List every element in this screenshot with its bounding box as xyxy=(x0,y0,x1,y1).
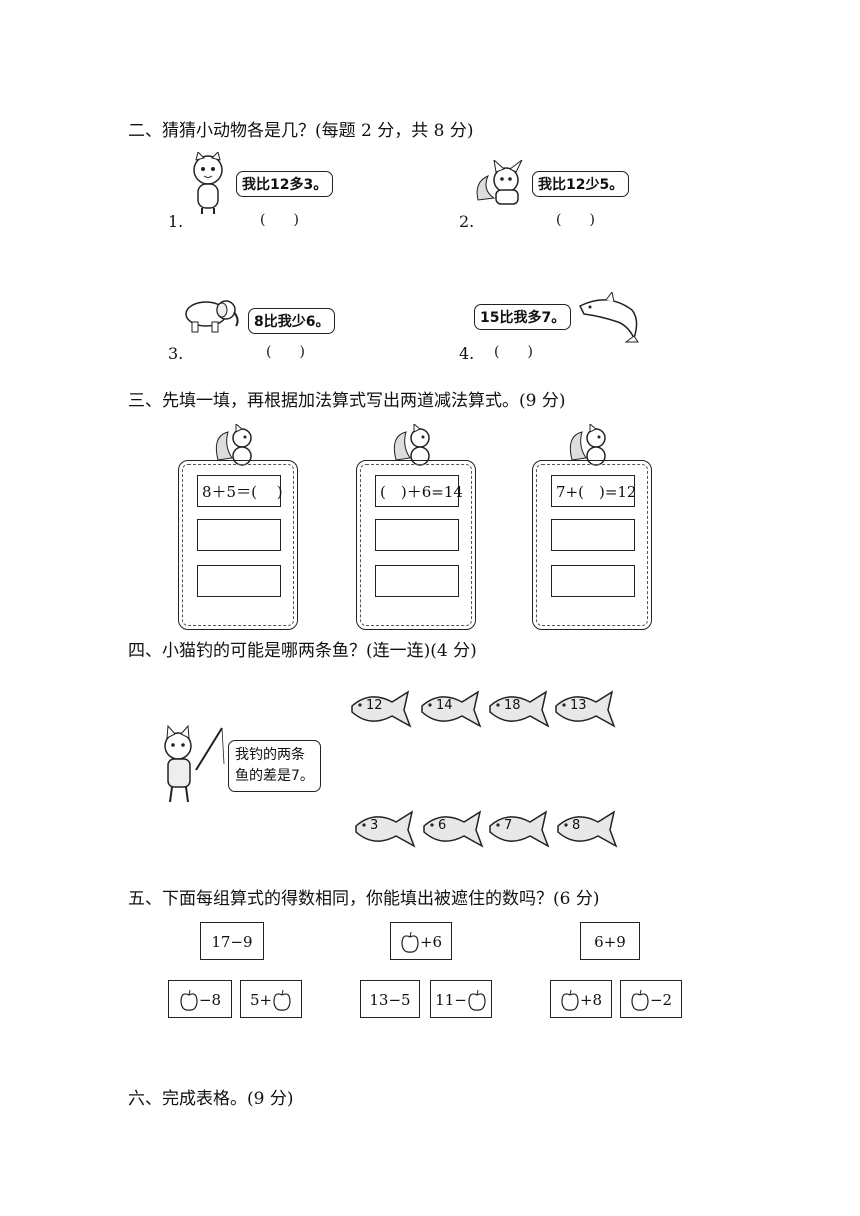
fish-number: 8 xyxy=(572,818,581,833)
answer-box-3b[interactable] xyxy=(551,565,635,597)
fish-icon xyxy=(489,810,550,848)
speech-bubble-4: 15比我多7。 xyxy=(474,304,572,330)
answer-box-3a[interactable] xyxy=(551,519,635,551)
fish-icon xyxy=(355,810,416,848)
equation-card-2: ( )＋6=14 xyxy=(356,460,476,630)
elephant-icon xyxy=(185,300,239,333)
expr-text: 11− xyxy=(435,991,467,1009)
given-equation-3[interactable]: 7+( )=12 xyxy=(551,475,636,507)
squirrel-icon xyxy=(393,424,430,466)
expr-box-2-left: 13−5 xyxy=(360,980,420,1018)
equation-card-3: 7+( )=12 xyxy=(532,460,652,630)
apple-icon xyxy=(401,931,419,953)
fish-icon xyxy=(423,810,484,848)
apple-icon xyxy=(631,989,649,1011)
expr-text: 5+ xyxy=(249,991,273,1009)
expr-text: +8 xyxy=(579,991,603,1009)
fish-number: 6 xyxy=(438,818,447,833)
bubble-line-2: 鱼的差是7。 xyxy=(235,768,314,784)
q6-heading: 六、完成表格。(9 分) xyxy=(128,1089,294,1109)
dolphin-icon xyxy=(578,292,639,343)
fish-6[interactable]: 6 xyxy=(422,808,484,848)
answer-blank-3[interactable]: ( ) xyxy=(266,344,305,360)
expr-box-1-right[interactable]: 5+ xyxy=(240,980,302,1018)
item-number-3: 3. xyxy=(168,344,184,363)
cat-icon xyxy=(193,152,223,214)
fish-number: 12 xyxy=(366,698,383,713)
answer-blank-1[interactable]: ( ) xyxy=(260,212,299,228)
item-number-1: 1. xyxy=(168,212,184,231)
answer-blank-4[interactable]: ( ) xyxy=(494,344,533,360)
fish-7[interactable]: 7 xyxy=(488,808,550,848)
given-equation-1[interactable]: 8＋5＝( ) xyxy=(197,475,283,507)
speech-bubble-1: 我比12多3。 xyxy=(236,171,334,197)
answer-box-1b[interactable] xyxy=(197,565,281,597)
fish-icon xyxy=(557,810,618,848)
fish-number: 18 xyxy=(504,698,521,713)
item-number-2: 2. xyxy=(459,212,475,231)
fish-12[interactable]: 12 xyxy=(350,688,412,728)
answer-box-2b[interactable] xyxy=(375,565,459,597)
expr-text: +6 xyxy=(419,933,443,951)
apple-icon xyxy=(468,989,486,1011)
fishing-cat-icon xyxy=(164,724,225,803)
given-equation-2[interactable]: ( )＋6=14 xyxy=(375,475,463,507)
expr-box-3-right[interactable]: −2 xyxy=(620,980,682,1018)
speech-bubble-2: 我比12少5。 xyxy=(532,171,630,197)
fish-number: 14 xyxy=(436,698,453,713)
answer-blank-2[interactable]: ( ) xyxy=(556,212,595,228)
expr-text: −2 xyxy=(649,991,673,1009)
expr-box-3-left[interactable]: +8 xyxy=(550,980,612,1018)
fish-18[interactable]: 18 xyxy=(488,688,550,728)
q4-heading: 四、小猫钓的可能是哪两条鱼？(连一连)(4 分) xyxy=(128,641,477,661)
q3-heading: 三、先填一填，再根据加法算式写出两道减法算式。(9 分) xyxy=(128,391,566,411)
bubble-line-1: 我钓的两条 xyxy=(235,747,305,763)
equation-card-1: 8＋5＝( ) xyxy=(178,460,298,630)
expr-text: −8 xyxy=(198,991,222,1009)
expr-box-1-left[interactable]: −8 xyxy=(168,980,232,1018)
apple-icon xyxy=(561,989,579,1011)
fish-3[interactable]: 3 xyxy=(354,808,416,848)
expr-box-1-top: 17−9 xyxy=(200,922,264,960)
fish-14[interactable]: 14 xyxy=(420,688,482,728)
item-number-4: 4. xyxy=(459,344,475,363)
fish-icon xyxy=(421,690,482,728)
fish-number: 13 xyxy=(570,698,587,713)
fox-icon xyxy=(476,160,523,205)
fish-icon xyxy=(351,690,412,728)
q5-heading: 五、下面每组算式的得数相同，你能填出被遮住的数吗？(6 分) xyxy=(128,889,600,909)
fish-icon xyxy=(489,690,550,728)
speech-bubble-q4: 我钓的两条 鱼的差是7。 xyxy=(228,740,321,792)
apple-icon xyxy=(273,989,291,1011)
answer-box-2a[interactable] xyxy=(375,519,459,551)
fish-13[interactable]: 13 xyxy=(554,688,616,728)
expr-box-3-top: 6+9 xyxy=(580,922,640,960)
q2-heading: 二、猜猜小动物各是几？(每题 2 分，共 8 分) xyxy=(128,121,474,141)
fish-icon xyxy=(555,690,616,728)
fish-number: 3 xyxy=(370,818,379,833)
fish-number: 7 xyxy=(504,818,513,833)
expr-box-2-right[interactable]: 11− xyxy=(430,980,492,1018)
expr-box-2-top[interactable]: +6 xyxy=(390,922,452,960)
speech-bubble-3: 8比我少6。 xyxy=(248,308,336,334)
squirrel-icon xyxy=(215,424,252,466)
apple-icon xyxy=(180,989,198,1011)
fish-8[interactable]: 8 xyxy=(556,808,618,848)
answer-box-1a[interactable] xyxy=(197,519,281,551)
